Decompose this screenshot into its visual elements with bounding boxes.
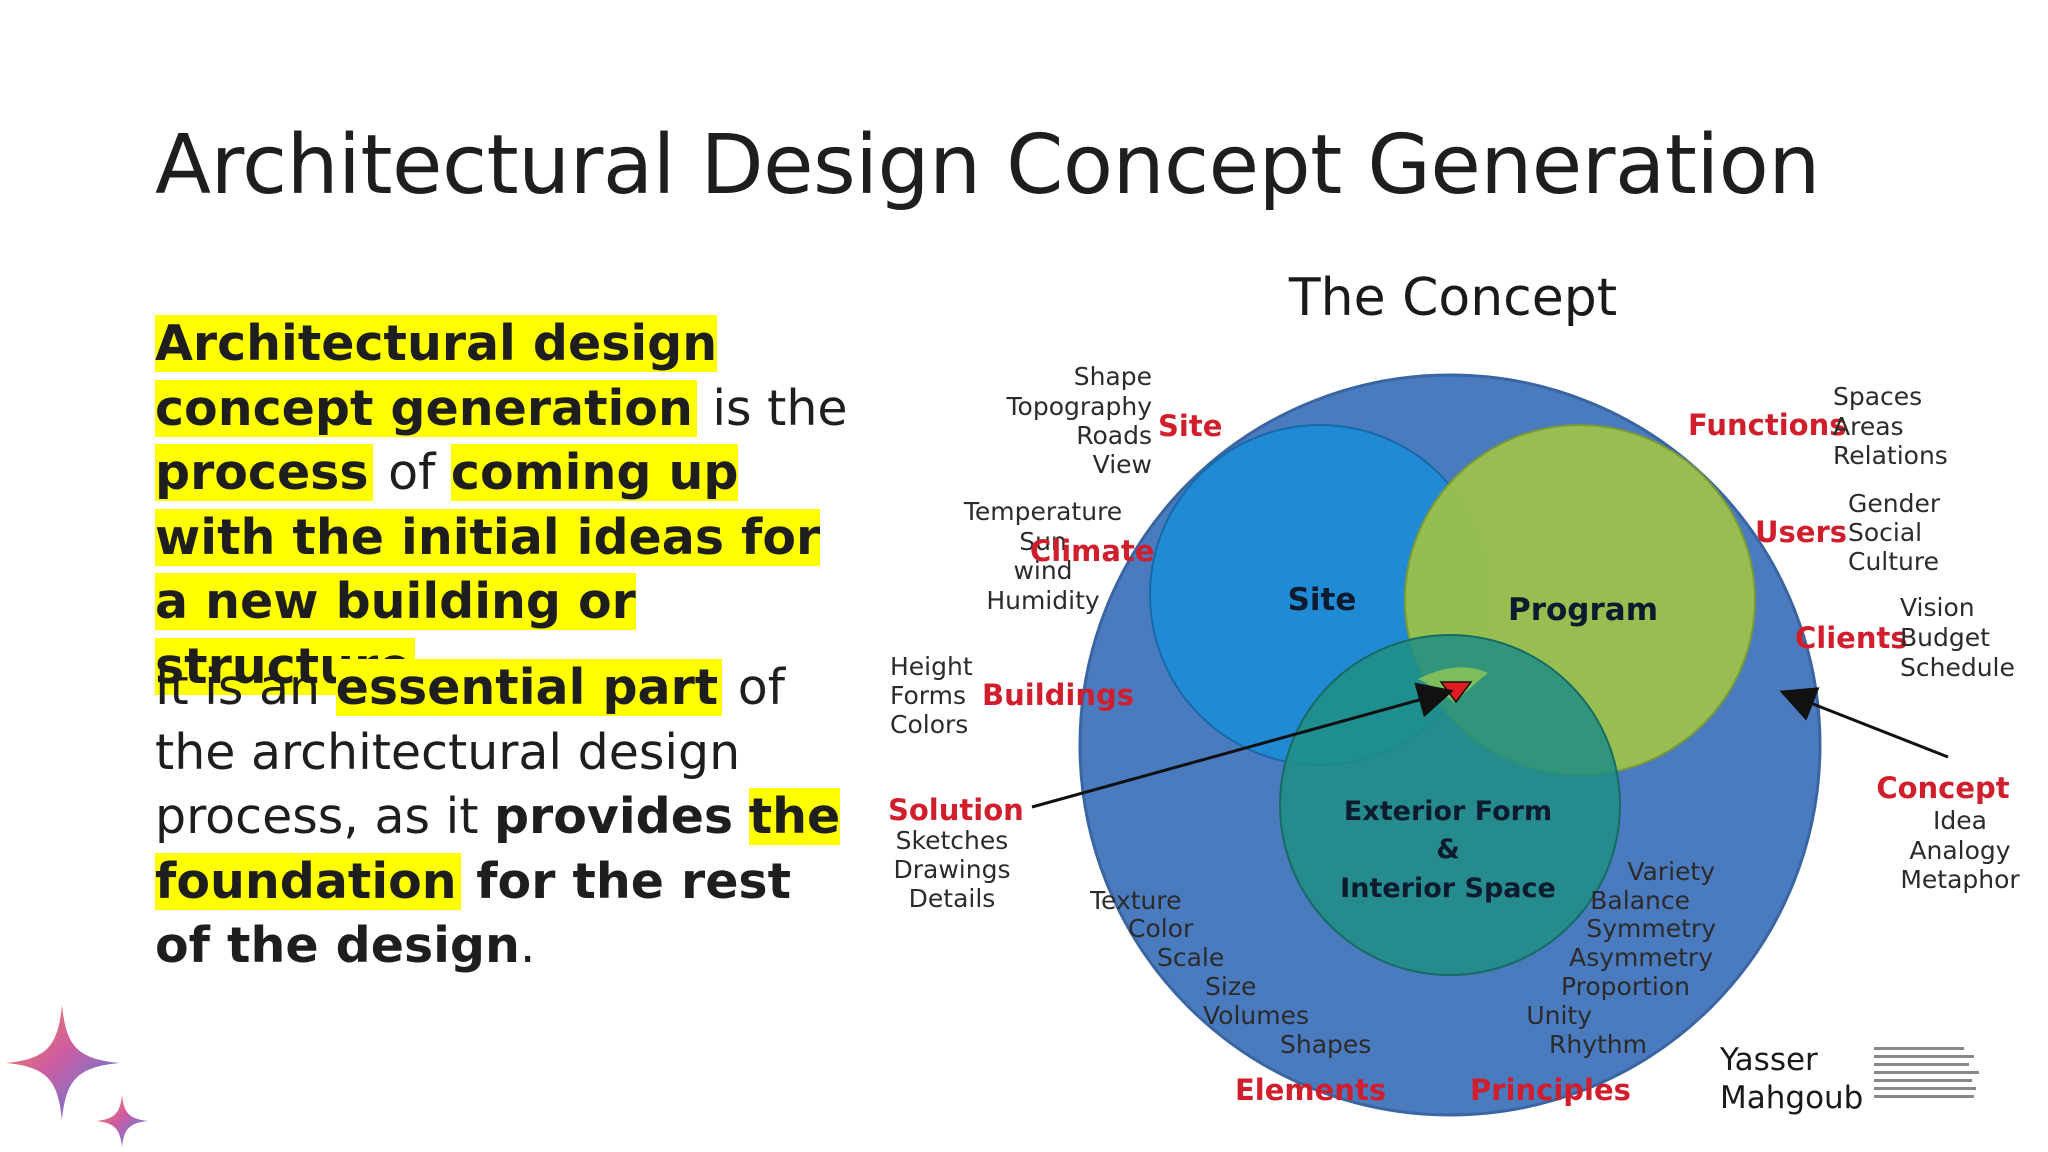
- clients-category: Clients: [1795, 621, 1908, 655]
- program-circle-label: Program: [1508, 592, 1658, 628]
- principles-category: Principles: [1470, 1073, 1631, 1107]
- elements-item: Scale: [1157, 943, 1224, 972]
- sparkle-logo-icon: [6, 1005, 148, 1147]
- body-text: [733, 788, 749, 845]
- principles-item: Rhythm: [1549, 1030, 1647, 1059]
- concept-diagram: The Concept Site Program Exterior Form &…: [870, 255, 2040, 1145]
- site-item: Shape: [1074, 362, 1152, 391]
- site-circle-label: Site: [1288, 582, 1357, 618]
- site-item: Topography: [1006, 392, 1153, 421]
- climate-item: Temperature: [963, 497, 1122, 526]
- solution-item: Details: [909, 884, 996, 913]
- highlighted-text: process: [155, 444, 373, 501]
- clients-item: Budget: [1900, 623, 1990, 652]
- solution-arrow: [1031, 682, 1454, 809]
- elements-category: Elements: [1235, 1073, 1386, 1107]
- bold-text: provides: [493, 788, 734, 845]
- climate-item: Sun: [1019, 527, 1067, 556]
- author-first-name: Yasser: [1719, 1042, 1818, 1078]
- body-text: of the architectural design process, as …: [155, 659, 785, 845]
- concept-item: Analogy: [1909, 836, 2010, 865]
- concept-item: Metaphor: [1900, 865, 2020, 894]
- concept-category: Concept: [1876, 771, 2009, 805]
- principles-item: Symmetry: [1586, 914, 1716, 943]
- climate-item: wind: [1013, 556, 1072, 585]
- users-category: Users: [1755, 515, 1847, 549]
- definition-paragraph: Architectural design concept generation …: [155, 312, 855, 699]
- concept-arrow: [1779, 687, 1949, 759]
- functions-item: Areas: [1833, 412, 1904, 441]
- body-text: It is an: [155, 659, 336, 716]
- concept-item: Idea: [1933, 806, 1987, 835]
- functions-item: Spaces: [1833, 382, 1922, 411]
- body-text: is the: [696, 379, 848, 437]
- bold-text: for the rest of the design: [155, 852, 792, 975]
- body-text: .: [519, 917, 536, 974]
- elements-item: Shapes: [1280, 1030, 1371, 1059]
- elements-item: Color: [1128, 914, 1194, 943]
- highlighted-text: essential part: [335, 659, 723, 716]
- buildings-item: Colors: [890, 710, 968, 739]
- exterior-circle: [1279, 634, 1621, 976]
- elements-item: Volumes: [1203, 1001, 1309, 1030]
- functions-item: Relations: [1833, 441, 1948, 470]
- exterior-label-line1: Exterior Form: [1344, 796, 1552, 827]
- elements-item: Texture: [1089, 886, 1182, 915]
- site-item: Roads: [1076, 421, 1152, 450]
- principles-item: Asymmetry: [1569, 943, 1713, 972]
- buildings-item: Forms: [890, 681, 966, 710]
- body-text: [461, 853, 477, 910]
- clients-item: Schedule: [1900, 653, 2015, 682]
- buildings-item: Height: [890, 652, 973, 681]
- diagram-title: The Concept: [1288, 268, 1617, 328]
- solution-item: Drawings: [894, 855, 1011, 884]
- body-text: of: [372, 444, 451, 501]
- slide-title: Architectural Design Concept Generation: [155, 118, 1820, 213]
- users-item: Culture: [1848, 547, 1939, 576]
- principles-item: Proportion: [1561, 972, 1690, 1001]
- clients-item: Vision: [1900, 593, 1975, 622]
- principles-item: Unity: [1526, 1001, 1592, 1030]
- elements-item: Size: [1205, 972, 1256, 1001]
- site-item: View: [1093, 450, 1152, 479]
- principles-item: Variety: [1627, 857, 1715, 886]
- principles-item: Balance: [1590, 886, 1690, 915]
- exterior-label-line3: Interior Space: [1340, 873, 1556, 904]
- users-item: Gender: [1848, 489, 1941, 518]
- site-category: Site: [1158, 409, 1222, 443]
- buildings-category: Buildings: [982, 678, 1134, 712]
- importance-paragraph: It is an essential part of the architect…: [155, 656, 855, 979]
- users-item: Social: [1848, 518, 1922, 547]
- digital-signature-stamp: [1874, 1047, 1979, 1098]
- highlighted-text: Architectural design concept generation: [155, 315, 718, 437]
- exterior-label-line2: &: [1436, 834, 1460, 865]
- climate-item: Humidity: [986, 586, 1100, 615]
- author-last-name: Mahgoub: [1720, 1080, 1863, 1116]
- climate-category: Climate: [1030, 534, 1154, 568]
- solution-category: Solution: [888, 793, 1024, 827]
- functions-category: Functions: [1688, 408, 1846, 442]
- solution-item: Sketches: [896, 826, 1009, 855]
